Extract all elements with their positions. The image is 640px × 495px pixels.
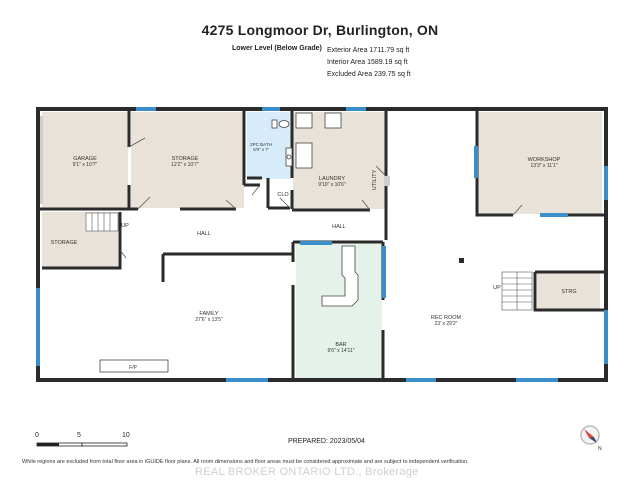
door-swings — [119, 137, 523, 259]
bar-dims: 9'6" x 14'11" — [327, 348, 354, 354]
exterior-area: Exterior Area 1711.79 sq ft — [327, 47, 410, 54]
up-right-label: UP — [493, 285, 501, 291]
up-left-label: UP — [121, 223, 129, 229]
utility-label: UTILITY — [372, 169, 378, 190]
bath-fixtures — [271, 119, 293, 167]
interior-walls — [40, 110, 604, 378]
scale-tick-5: 5 — [77, 432, 81, 439]
storage-top-dims: 12'2" x 10'7" — [171, 162, 199, 168]
area-summary: Exterior Area 1711.79 sq ft Interior Are… — [327, 45, 411, 81]
garage-label: GARAGE — [73, 156, 97, 162]
column — [459, 258, 464, 263]
compass-n-label: N — [598, 446, 602, 452]
family-label: FAMILY — [199, 311, 218, 317]
stairs-right — [501, 271, 533, 311]
level-label: Lower Level (Below Grade) — [232, 45, 322, 52]
rec-room-label: REC ROOM — [431, 315, 462, 321]
compass-icon: N — [580, 425, 602, 452]
windows — [36, 107, 608, 382]
garage-floor — [42, 112, 128, 208]
interior-area: Interior Area 1589.19 sq ft — [327, 59, 408, 66]
bath-label: 2PC BATH — [250, 142, 272, 147]
family-dims: 27'6" x 13'5" — [195, 317, 223, 323]
brokerage-watermark: REAL BROKER ONTARIO LTD., Brokerage — [195, 466, 419, 478]
workshop-label: WORKSHOP — [528, 157, 561, 163]
scale-tick-10: 10 — [122, 432, 130, 439]
laundry-dims: 9'10" x 10'6" — [318, 182, 346, 188]
rec-room-dims: 23' x 29'2" — [435, 321, 458, 327]
workshop-dims: 13'3" x 11'1" — [530, 163, 557, 169]
stairs-left — [85, 212, 119, 232]
excluded-area: Excluded Area 239.75 sq ft — [327, 71, 411, 78]
fireplace — [99, 359, 169, 373]
strg-floor — [537, 272, 600, 310]
storage-top-label: STORAGE — [172, 156, 199, 162]
scale-bar — [36, 442, 128, 447]
disclaimer: While regions are excluded from total fl… — [22, 459, 469, 465]
scale-tick-0: 0 — [35, 432, 39, 439]
prepared-date: PREPARED: 2023/05/04 — [288, 438, 365, 445]
fp-label: F/P — [129, 365, 137, 371]
plan-title: 4275 Longmoor Dr, Burlington, ON — [201, 22, 439, 38]
hall-wall-strip — [384, 176, 390, 186]
hall-right-label: HALL — [332, 224, 346, 230]
bar-counter — [321, 245, 359, 307]
clo-label: CLO — [277, 192, 289, 198]
garage-dims: 9'1" x 10'7" — [73, 162, 98, 168]
bath-dims: 5'0" x 7' — [253, 147, 269, 152]
storage-left-label: STORAGE — [51, 240, 78, 246]
garage-wall-strip — [40, 116, 43, 204]
bar-label: BAR — [335, 342, 346, 348]
workshop-floor — [478, 112, 602, 214]
bar-floor — [296, 243, 382, 378]
strg-label: STRG — [561, 289, 576, 295]
storage-top-floor — [131, 112, 244, 208]
laundry-label: LAUNDRY — [319, 176, 346, 182]
hall-left-label: HALL — [197, 231, 211, 237]
laundry-fixtures — [295, 112, 342, 169]
